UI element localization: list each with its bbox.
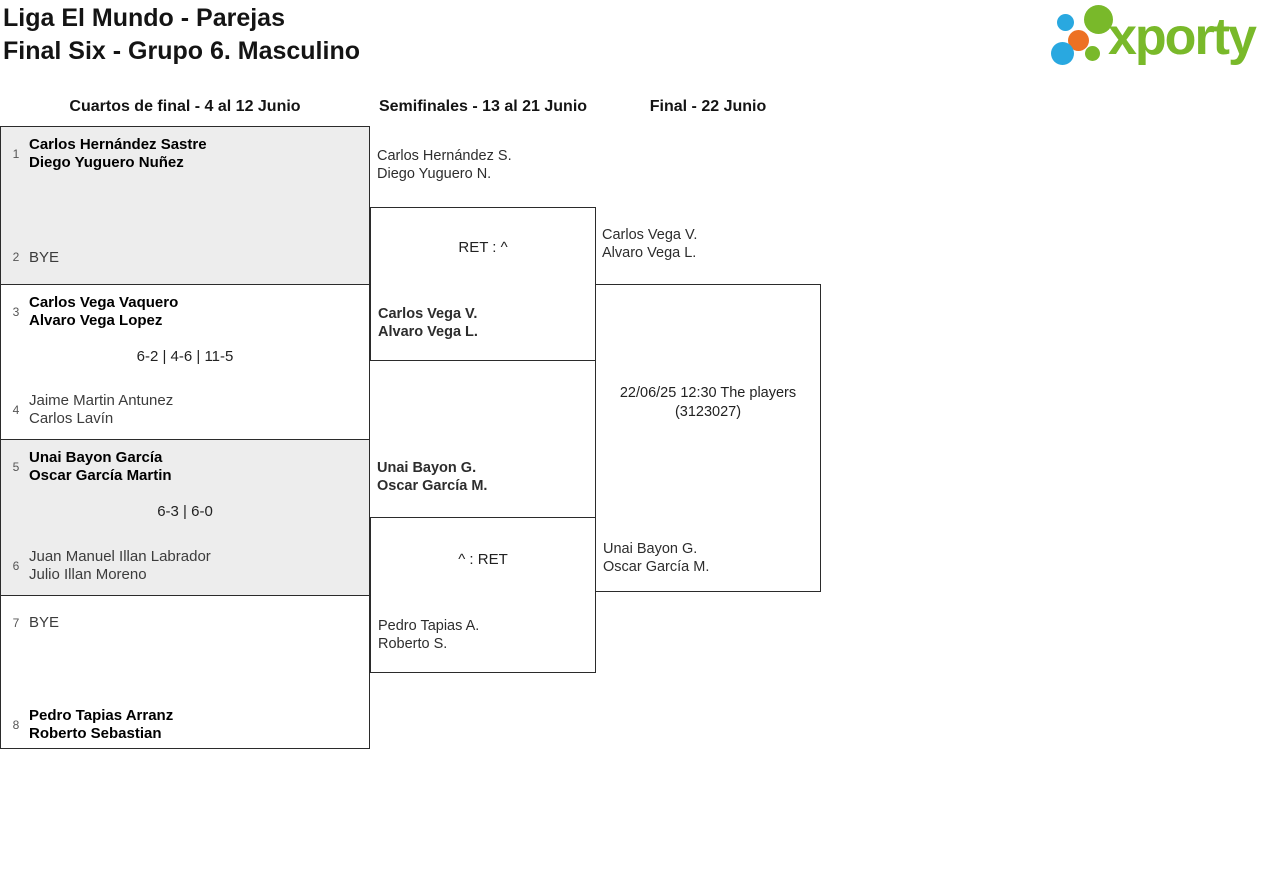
match-score: 6-2 | 4-6 | 11-5 (136, 348, 234, 365)
player-name: Julio Illan Moreno (29, 565, 147, 583)
match-block-qf4[interactable]: 7 BYE 8 Pedro Tapias Arranz Roberto Seba… (0, 595, 370, 749)
team-entry: 2 BYE (9, 249, 361, 267)
final-team1-label: Carlos Vega V. Alvaro Vega L. (602, 226, 697, 262)
seed-number: 4 (12, 402, 20, 417)
round-header-semifinales: Semifinales - 13 al 21 Junio (378, 98, 588, 115)
player-name: Roberto Sebastian (29, 724, 162, 742)
player-name: Carlos Vega V. (602, 227, 698, 243)
player-name: Diego Yuguero Nuñez (29, 153, 184, 171)
player-name: Carlos Hernández S. (377, 148, 512, 164)
player-name: BYE (29, 614, 60, 631)
player-name: Oscar García M. (377, 478, 488, 494)
seed-number: 1 (12, 146, 20, 161)
team-entry: 6 Juan Manuel Illan Labrador Julio Illan… (9, 548, 361, 583)
team-names: Carlos Hernández Sastre Diego Yuguero Nu… (29, 136, 207, 171)
player-name: Oscar García M. (603, 559, 710, 575)
player-name: BYE (29, 248, 60, 266)
logo-dot-green-large-icon (1084, 5, 1113, 34)
team-names: Jaime Martin Antunez Carlos Lavín (29, 392, 173, 427)
player-name: Alvaro Vega Lopez (29, 311, 163, 329)
player-name: Carlos Vega V. (378, 306, 478, 322)
sf1-team1-label: Carlos Hernández S. Diego Yuguero N. (377, 147, 512, 183)
player-name: Diego Yuguero N. (377, 166, 492, 182)
sf2-team1-label: Unai Bayon G. Oscar García M. (377, 459, 487, 495)
player-name: Oscar García Martin (29, 466, 172, 484)
team-entry: 3 Carlos Vega Vaquero Alvaro Vega Lopez (9, 294, 361, 329)
sf2-team2-label: Pedro Tapias A. Roberto S. (378, 617, 479, 653)
team-names: Juan Manuel Illan Labrador Julio Illan M… (29, 548, 211, 583)
logo-dot-blue-small-icon (1057, 14, 1074, 31)
logo-dot-blue-large-icon (1051, 42, 1074, 65)
match-box-final[interactable]: 22/06/25 12:30 The players (3123027) Una… (595, 284, 821, 592)
player-name: Carlos Hernández Sastre (29, 136, 207, 153)
logo-wordmark: xporty (1108, 8, 1257, 66)
team-entry: 4 Jaime Martin Antunez Carlos Lavín (9, 392, 361, 427)
match-block-qf2[interactable]: 3 Carlos Vega Vaquero Alvaro Vega Lopez … (0, 284, 370, 440)
team-entry: 1 Carlos Hernández Sastre Diego Yuguero … (9, 136, 361, 171)
team-names: BYE (29, 614, 59, 632)
sf1-team2-label: Carlos Vega V. Alvaro Vega L. (378, 305, 478, 341)
player-name: Jaime Martin Antunez (29, 392, 174, 409)
match-score: 6-3 | 6-0 (157, 503, 213, 520)
team-entry: 8 Pedro Tapias Arranz Roberto Sebastian (9, 707, 361, 742)
player-name: Unai Bayon G. (377, 460, 477, 476)
seed-number: 3 (12, 304, 20, 319)
logo-dot-green-small-icon (1085, 46, 1100, 61)
player-name: Pedro Tapias Arranz (29, 707, 174, 724)
player-name: Juan Manuel Illan Labrador (29, 548, 211, 565)
round-header-cuartos: Cuartos de final - 4 al 12 Junio (69, 98, 301, 115)
team-names: Unai Bayon García Oscar García Martin (29, 449, 172, 484)
player-name: Unai Bayon García (29, 449, 163, 466)
match-block-qf3[interactable]: 5 Unai Bayon García Oscar García Martin … (0, 439, 370, 596)
page-title: Liga El Mundo - Parejas Final Six - Grup… (3, 2, 360, 68)
player-name: Carlos Lavín (29, 409, 114, 427)
seed-number: 7 (12, 615, 20, 630)
match-box-sf1[interactable]: RET : ^ Carlos Vega V. Alvaro Vega L. (370, 207, 596, 361)
seed-number: 8 (12, 717, 20, 732)
xporty-logo[interactable]: xporty (1048, 2, 1278, 72)
player-name: Alvaro Vega L. (378, 324, 478, 340)
player-name: Alvaro Vega L. (602, 245, 697, 261)
round-header-final: Final - 22 Junio (649, 98, 767, 115)
team-entry: 5 Unai Bayon García Oscar García Martin (9, 449, 361, 484)
team-names: Carlos Vega Vaquero Alvaro Vega Lopez (29, 294, 178, 329)
seed-number: 5 (12, 459, 20, 474)
final-match-id: (3123027) (674, 404, 742, 420)
logo-dot-orange-icon (1068, 30, 1089, 51)
final-schedule-info: 22/06/25 12:30 The players (3123027) (596, 384, 820, 422)
match-score: RET : ^ (458, 239, 508, 256)
match-box-sf2[interactable]: ^ : RET Pedro Tapias A. Roberto S. (370, 517, 596, 673)
final-datetime-venue: 22/06/25 12:30 The players (619, 385, 797, 401)
match-score: ^ : RET (458, 551, 508, 568)
team-entry: 7 BYE (9, 614, 361, 632)
tournament-title: Liga El Mundo - Parejas (3, 4, 285, 32)
match-block-qf1[interactable]: 1 Carlos Hernández Sastre Diego Yuguero … (0, 126, 370, 285)
player-name: Roberto S. (378, 636, 448, 652)
seed-number: 6 (12, 558, 20, 573)
team-names: BYE (29, 249, 59, 267)
player-name: Unai Bayon G. (603, 541, 698, 557)
seed-number: 2 (12, 250, 20, 265)
group-subtitle: Final Six - Grupo 6. Masculino (3, 37, 360, 65)
player-name: Pedro Tapias A. (378, 618, 480, 634)
player-name: Carlos Vega Vaquero (29, 294, 179, 311)
team-names: Pedro Tapias Arranz Roberto Sebastian (29, 707, 173, 742)
final-team2-label: Unai Bayon G. Oscar García M. (603, 540, 709, 576)
